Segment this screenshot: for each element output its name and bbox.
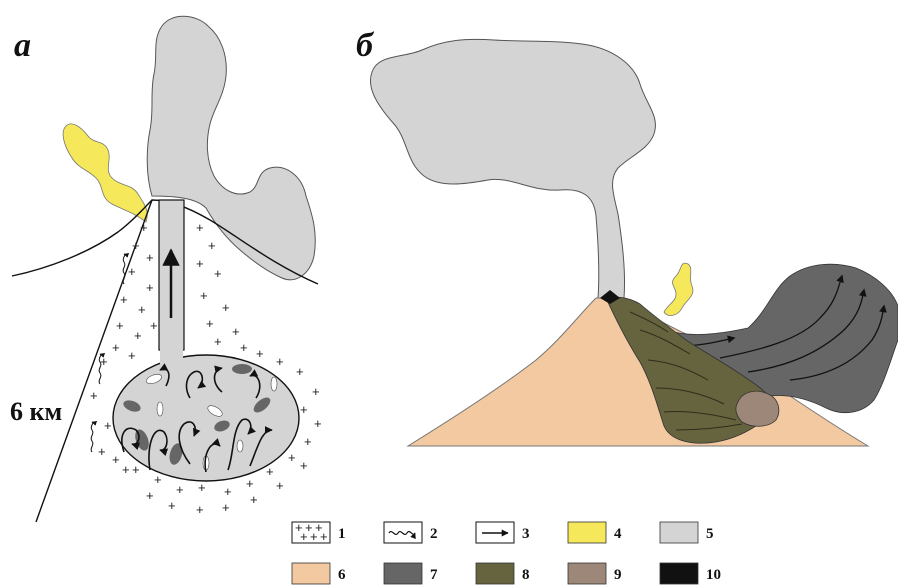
plus-icon: + bbox=[208, 238, 216, 253]
legend-item-3: 3 bbox=[476, 522, 530, 543]
plus-icon: + bbox=[120, 292, 128, 307]
plus-icon: + bbox=[232, 324, 240, 339]
legend-item-1: ++++++1 bbox=[292, 520, 346, 544]
plus-icon: + bbox=[112, 340, 120, 355]
legend-item-8: 8 bbox=[476, 563, 530, 584]
plus-icon: + bbox=[276, 354, 284, 369]
plus-icon: + bbox=[222, 300, 230, 315]
plus-icon: + bbox=[300, 529, 308, 544]
plus-icon: + bbox=[240, 340, 248, 355]
legend-item-2: 2 bbox=[384, 522, 438, 543]
plus-icon: + bbox=[146, 488, 154, 503]
plus-icon: + bbox=[128, 348, 136, 363]
plus-icon: + bbox=[214, 266, 222, 281]
legend-swatch bbox=[660, 563, 698, 584]
plus-icon: + bbox=[304, 434, 312, 449]
plus-icon: + bbox=[146, 280, 154, 295]
legend-number: 8 bbox=[522, 567, 530, 583]
legend-swatch bbox=[476, 563, 514, 584]
plus-icon: + bbox=[312, 384, 320, 399]
plus-icon: + bbox=[196, 256, 204, 271]
plus-icon: + bbox=[314, 416, 322, 431]
plus-icon: + bbox=[150, 318, 158, 333]
plus-icon: + bbox=[310, 529, 318, 544]
plus-icon: + bbox=[134, 328, 142, 343]
legend-number: 9 bbox=[614, 567, 622, 583]
legend-number: 4 bbox=[614, 526, 622, 542]
lava-dome bbox=[736, 391, 779, 426]
plus-icon: + bbox=[198, 480, 206, 495]
legend-number: 7 bbox=[430, 567, 438, 583]
legend-swatch bbox=[660, 522, 698, 543]
plus-icon: + bbox=[168, 498, 176, 513]
plus-icon: + bbox=[98, 444, 106, 459]
plus-icon: + bbox=[138, 302, 146, 317]
plus-icon: + bbox=[176, 482, 184, 497]
plus-icon: + bbox=[100, 354, 108, 369]
plus-icon: + bbox=[146, 250, 154, 265]
plus-icon: + bbox=[104, 418, 112, 433]
plus-icon: + bbox=[128, 264, 136, 279]
legend-item-6: 6 bbox=[292, 563, 346, 584]
plus-icon: + bbox=[256, 346, 264, 361]
legend-item-9: 9 bbox=[568, 563, 622, 584]
plus-icon: + bbox=[246, 476, 254, 491]
plus-icon: + bbox=[276, 478, 284, 493]
legend-number: 2 bbox=[430, 526, 438, 542]
plus-icon: + bbox=[200, 288, 208, 303]
legend-number: 1 bbox=[338, 526, 346, 542]
plus-icon: + bbox=[112, 452, 120, 467]
legend-swatch bbox=[568, 522, 606, 543]
panel-a: а ++++++++++++++++++++++++++++++++++++++… bbox=[10, 16, 322, 522]
plus-icon: + bbox=[250, 492, 258, 507]
plus-icon: + bbox=[320, 529, 328, 544]
plus-icon: + bbox=[132, 238, 140, 253]
legend: ++++++1 2 3 4 5 6 7 8 9 10 bbox=[292, 520, 721, 584]
plus-icon: + bbox=[214, 334, 222, 349]
legend-swatch bbox=[568, 563, 606, 584]
legend-number: 3 bbox=[522, 526, 530, 542]
panel-b-label: б bbox=[356, 27, 375, 64]
plus-icon: + bbox=[296, 364, 304, 379]
legend-item-7: 7 bbox=[384, 563, 438, 584]
plus-icon: + bbox=[122, 462, 130, 477]
plus-icon: + bbox=[300, 458, 308, 473]
plus-icon: + bbox=[196, 220, 204, 235]
plus-icon: + bbox=[224, 484, 232, 499]
depth-label: 6 км bbox=[10, 397, 62, 426]
ash-plume-b bbox=[370, 39, 655, 298]
legend-item-4: 4 bbox=[568, 522, 622, 543]
legend-swatch bbox=[384, 563, 422, 584]
gas-emission-b bbox=[664, 263, 693, 315]
plus-icon: + bbox=[132, 462, 140, 477]
panel-b: б bbox=[356, 27, 898, 446]
plus-icon: + bbox=[90, 388, 98, 403]
plus-icon: + bbox=[154, 472, 162, 487]
gas-emission-a bbox=[63, 124, 147, 222]
plus-icon: + bbox=[222, 500, 230, 515]
plus-icon: + bbox=[288, 450, 296, 465]
plus-icon: + bbox=[300, 402, 308, 417]
legend-number: 6 bbox=[338, 567, 346, 583]
plus-icon: + bbox=[206, 316, 214, 331]
panel-a-label: а bbox=[14, 27, 31, 64]
legend-item-5: 5 bbox=[660, 522, 714, 543]
legend-number: 5 bbox=[706, 526, 714, 542]
plus-icon: + bbox=[140, 220, 148, 235]
legend-item-10: 10 bbox=[660, 563, 721, 584]
legend-swatch bbox=[292, 563, 330, 584]
legend-number: 10 bbox=[706, 567, 721, 583]
plus-icon: + bbox=[116, 318, 124, 333]
plus-icon: + bbox=[196, 502, 204, 517]
